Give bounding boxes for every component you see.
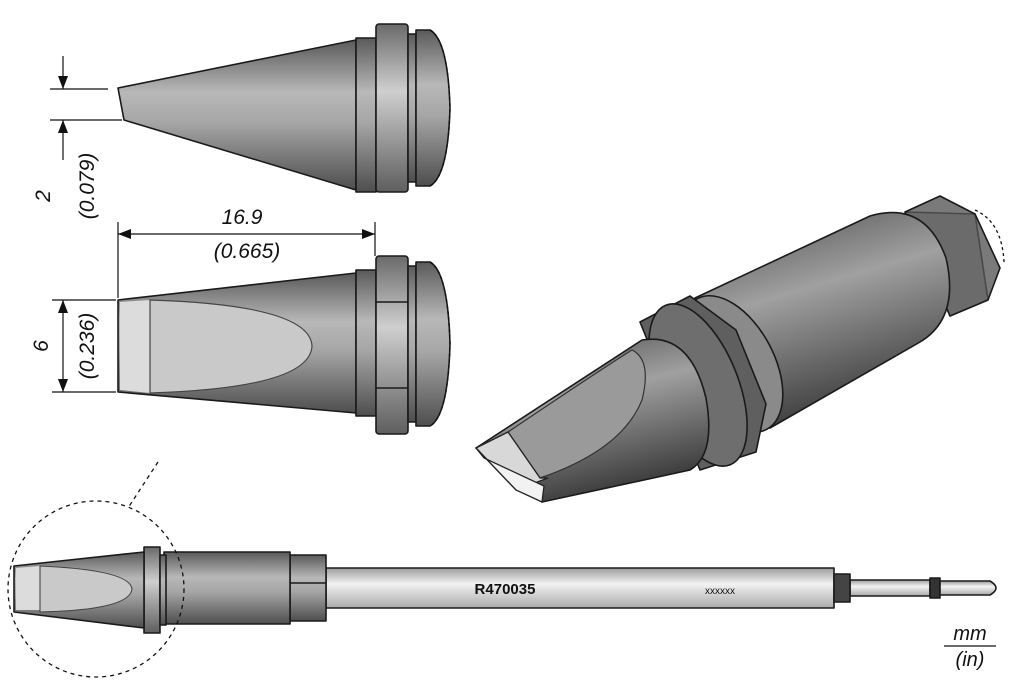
full-tip-view: R470035 xxxxxx (7, 461, 997, 678)
part-code-label: xxxxxx (705, 586, 735, 597)
front-view-breakline (429, 261, 451, 427)
detail-circle (7, 500, 185, 678)
top-view (117, 23, 451, 193)
full-tip-shaft-band (833, 573, 851, 603)
isometric-view (474, 195, 1005, 503)
iso-rear-breakline (974, 209, 1005, 263)
thickness-dimension: 2 (0.079) (32, 56, 122, 219)
full-tip-flange (143, 546, 161, 634)
part-number-label: R470035 (475, 581, 536, 598)
full-tip-body (163, 551, 291, 625)
thickness-in-label: (0.079) (76, 153, 99, 220)
top-view-breakline (429, 29, 451, 187)
full-tip-rear-shaft (849, 579, 931, 597)
front-view (117, 255, 451, 435)
top-view-groove (407, 33, 417, 183)
front-view-collar (355, 269, 377, 417)
full-tip-shaft (325, 567, 835, 609)
front-view-groove (407, 265, 417, 423)
front-view-ring (415, 261, 451, 427)
units-secondary-label: (in) (956, 649, 985, 671)
units-primary-label: mm (953, 623, 986, 645)
full-tip-bevel (39, 565, 133, 613)
width-in-label: (0.236) (76, 313, 99, 380)
units-legend: mm (in) (944, 623, 996, 671)
iso-tip-front (475, 447, 545, 503)
length-in-label: (0.665) (214, 240, 281, 263)
width-mm-label: 6 (30, 340, 53, 352)
full-tip-pin (939, 580, 997, 596)
full-tip-rear-band (929, 577, 941, 599)
front-view-bevel (149, 299, 313, 394)
length-mm-label: 16.9 (222, 206, 263, 229)
thickness-mm-label: 2 (32, 190, 55, 203)
top-view-flange (375, 23, 409, 193)
full-tip-hex (289, 554, 327, 622)
top-view-cone (117, 39, 357, 191)
front-view-flange (375, 255, 409, 435)
top-view-collar (355, 37, 377, 193)
length-dimension: 16.9 (0.665) (117, 206, 376, 298)
width-dimension: 6 (0.236) (30, 299, 116, 393)
iso-bevel (507, 349, 646, 479)
front-view-tip-face (120, 300, 150, 393)
top-view-ring (415, 29, 451, 187)
detail-leader (127, 461, 159, 509)
